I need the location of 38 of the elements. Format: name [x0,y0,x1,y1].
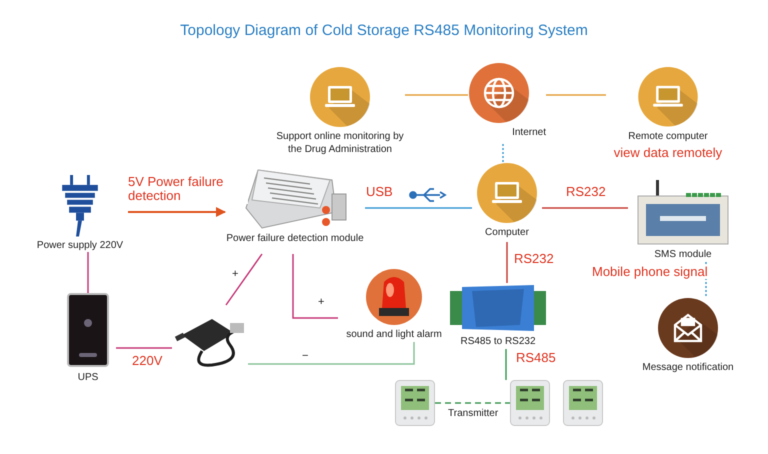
node-caption: Power supply 220V [36,240,124,252]
edge-label: Mobile phone signal [592,265,708,280]
connector-line [116,347,172,349]
transmitter-drawing [563,380,603,426]
edge-label: USB [366,185,393,200]
connector-line [292,254,338,319]
connector-line [405,94,468,96]
node-caption: Support online monitoring by the Drug Administration [275,131,405,156]
connector-line [87,252,89,293]
node-caption: sound and light alarm [346,329,442,342]
edge-label: RS485 [516,351,556,366]
diagram-title: Topology Diagram of Cold Storage RS485 Monitoring System [179,22,589,39]
edge-label: RS232 [566,185,606,200]
connector-line [365,207,472,209]
edge-label: RS232 [514,252,554,266]
node-caption: Power failure detection module [226,233,364,246]
edge-label: Transmitter [448,408,498,419]
node-note: view data remotely [614,145,722,160]
connector-line [506,242,508,283]
arrow [128,207,226,217]
connector-line [542,207,628,209]
edge-label: 220V [132,354,162,368]
connector-line [502,144,504,162]
connector-line [225,254,263,306]
transmitter-drawing [395,380,435,426]
connector-line [505,349,507,380]
connector-line [435,402,510,404]
node-caption: Remote computer [628,130,708,143]
node-caption: SMS module [654,249,712,262]
node-caption: RS485 to RS232 [460,336,536,348]
transmitter-drawing [510,380,550,426]
connector-line [546,94,606,96]
node-caption: UPS [78,372,98,384]
connector-line [248,342,415,365]
node-caption: Computer [485,227,529,240]
edge-label: 5V Power failure detection [128,175,248,204]
node-caption: Internet [512,127,546,140]
node-caption: Message notification [642,362,734,374]
